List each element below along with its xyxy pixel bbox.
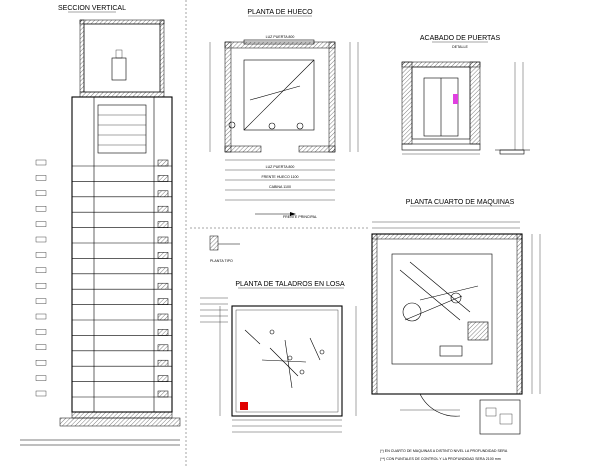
machine-block [111,57,127,81]
planta-taladros: PLANTA DE TALADROS EN LOSA [200,281,357,433]
cabin [97,104,147,154]
luz-puerta-label-top: LUZ PUERTA 800 [266,35,295,39]
planta-hueco: PLANTA DE HUECO LUZ PUERTA 800 LUZ PUERT… [209,9,359,219]
landing-door [157,221,169,228]
floor-tag [35,252,47,258]
frente-principal-label: FRENTE PRINCIPAL [283,215,317,219]
planta-tipo-detail: PLANTA TIPO [209,235,240,263]
frente-hueco-label: FRENTE HUECO 1100 [261,175,298,179]
landing-door [157,267,169,275]
hueco-cabin [243,59,315,131]
luz-puerta-label: LUZ PUERTA 800 [266,165,295,169]
detalle-label: DETALLE [452,45,468,49]
planta-cuarto-maquinas: PLANTA CUARTO DE MAQUINAS [371,199,541,461]
landing-door [157,282,169,290]
landing-door [157,236,169,244]
landing-door [157,205,169,213]
floor-tag [35,390,47,397]
section-vertical: SECCION VERTICAL [20,5,181,446]
floor-tag [35,283,47,289]
landing-door [157,313,169,321]
floor-tag [35,375,47,381]
landing-door [157,329,169,336]
floor-tag [35,344,47,350]
landing-door [157,159,169,167]
landing-door [157,190,169,198]
landing-door [157,252,169,259]
floor-tag [35,159,47,166]
door-frame [411,66,471,140]
acabado-puertas: ACABADO DE PUERTAS DETALLE [401,35,530,155]
slab-outline [231,305,343,417]
floor-tag [35,190,47,196]
landing-door [157,390,169,398]
title-seccion-vertical: SECCION VERTICAL [58,5,126,12]
floor-tag [35,206,47,212]
floor-tag [35,329,47,335]
reference-marker [240,402,248,410]
note-1: (*) EN CUARTO DE MAQUINAS A DISTINTO NIV… [380,449,508,453]
floor-tag [35,175,47,181]
title-acabado-puertas: ACABADO DE PUERTAS [420,35,501,42]
landing-door [157,344,169,352]
landing-door [157,175,169,182]
planta-tipo-label: PLANTA TIPO [210,259,233,263]
landing-door [157,375,169,382]
floor-tag [35,360,47,366]
landing-door [157,359,169,367]
machine-room-outline [371,233,523,395]
floor-tag [35,221,47,227]
call-button-marker [453,94,458,104]
floor-tag [35,298,47,304]
floor-tag [35,267,47,273]
control-cabinet [467,321,489,341]
title-planta-taladros: PLANTA DE TALADROS EN LOSA [235,281,345,288]
title-planta-cuarto: PLANTA CUARTO DE MAQUINAS [406,199,515,206]
cabina-label: CABINA 1100 [269,185,291,189]
floor-levels [35,159,172,398]
floor-tag [35,313,47,320]
landing-door [157,298,169,305]
floor-tag [35,236,47,243]
note-2: (**) CON PUNTALES DE CONTROL Y LA PROFUN… [380,457,501,461]
title-planta-hueco: PLANTA DE HUECO [247,9,313,16]
pulley [402,302,422,322]
